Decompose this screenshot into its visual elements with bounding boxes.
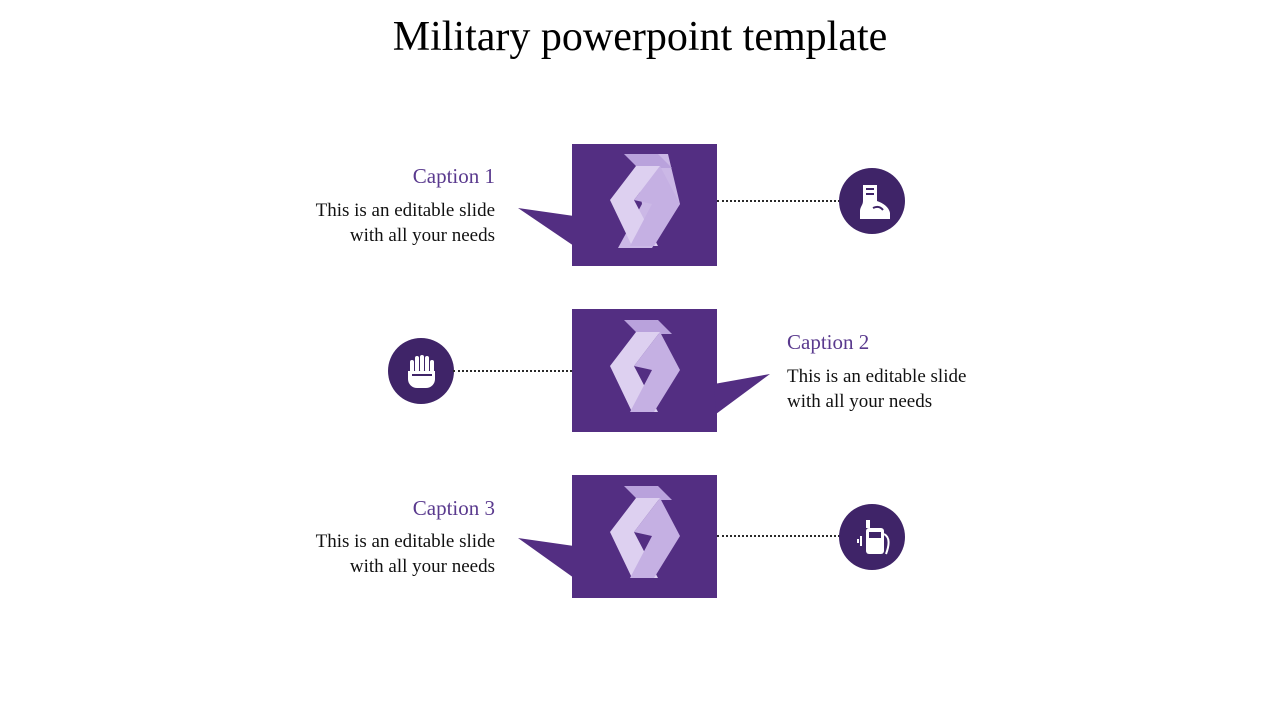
callout-pointer-2 [714,374,770,414]
caption-3: Caption 3 [412,496,495,520]
description-3-line-1: This is an editable slide [315,531,495,552]
slide-title: Military powerpoint template [392,14,888,60]
description-2-line-2: with all your needs [787,391,933,412]
caption-2: Caption 2 [787,330,870,354]
icon-circle-2 [388,338,454,404]
callout-pointer-1 [518,208,574,246]
chevron-icon [610,486,680,578]
description-1-line-1: This is an editable slide [315,200,495,221]
description-2: This is an editable slide with all your … [787,364,1037,414]
chevron-box-2 [572,309,717,432]
chevron-icon [610,154,680,248]
caption-1: Caption 1 [412,164,495,188]
connector-line-3 [717,535,840,537]
icon-circle-3 [839,504,905,570]
connector-line-2 [453,370,572,372]
description-3-line-2: with all your needs [349,556,495,577]
description-1-line-2: with all your needs [349,225,495,246]
chevron-box-3 [572,475,717,598]
chevron-icon [610,320,680,412]
description-1: This is an editable slide with all your … [250,198,495,248]
glove-icon [408,355,435,388]
connector-line-1 [717,200,840,202]
description-2-line-1: This is an editable slide [787,366,967,387]
radio-icon [857,520,890,555]
description-3: This is an editable slide with all your … [250,529,495,579]
chevron-box-1 [572,144,717,266]
callout-pointer-3 [518,538,574,578]
icon-circle-1 [839,168,905,234]
boot-icon [860,185,890,219]
